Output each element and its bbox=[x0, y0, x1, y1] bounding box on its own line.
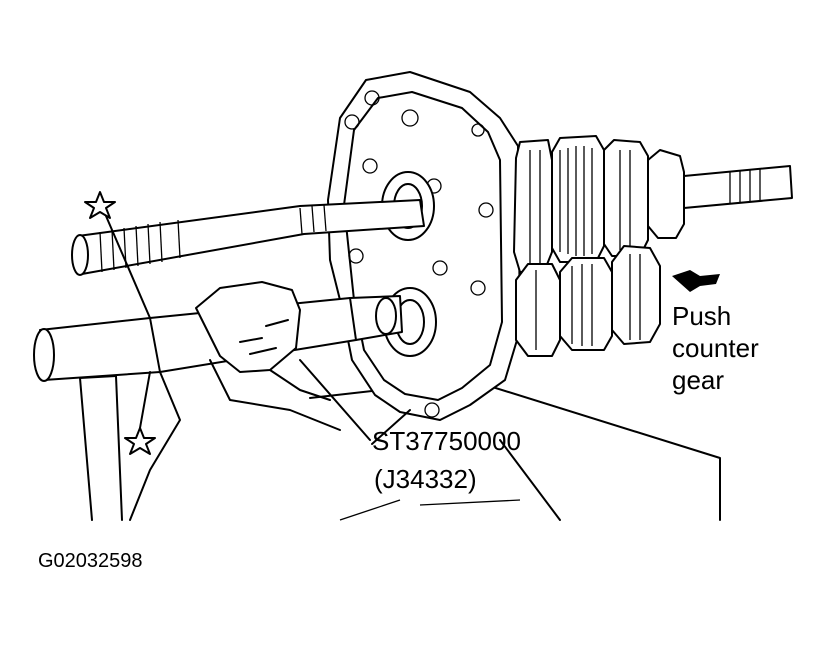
push-counter-gear-label: Push counter gear bbox=[672, 300, 759, 396]
transmission-case bbox=[327, 71, 521, 421]
hand bbox=[129, 281, 341, 521]
mainshaft-gears bbox=[513, 135, 793, 273]
push-label-line1: Push bbox=[672, 301, 732, 331]
stand bbox=[79, 375, 123, 521]
star-marker-icon bbox=[84, 191, 116, 219]
counter-gears bbox=[515, 245, 661, 357]
push-arrow-icon bbox=[672, 270, 720, 292]
star-marker-icon bbox=[124, 427, 156, 455]
push-label-line3: gear bbox=[672, 365, 725, 395]
tool-alt-number-label: (J34332) bbox=[374, 464, 477, 494]
tool-number-label: ST37750000 bbox=[372, 426, 521, 456]
mainshaft bbox=[71, 199, 425, 276]
figure-id-label: G02032598 bbox=[38, 550, 143, 572]
push-label-line2: counter bbox=[672, 333, 759, 363]
leader-lines bbox=[105, 215, 411, 445]
